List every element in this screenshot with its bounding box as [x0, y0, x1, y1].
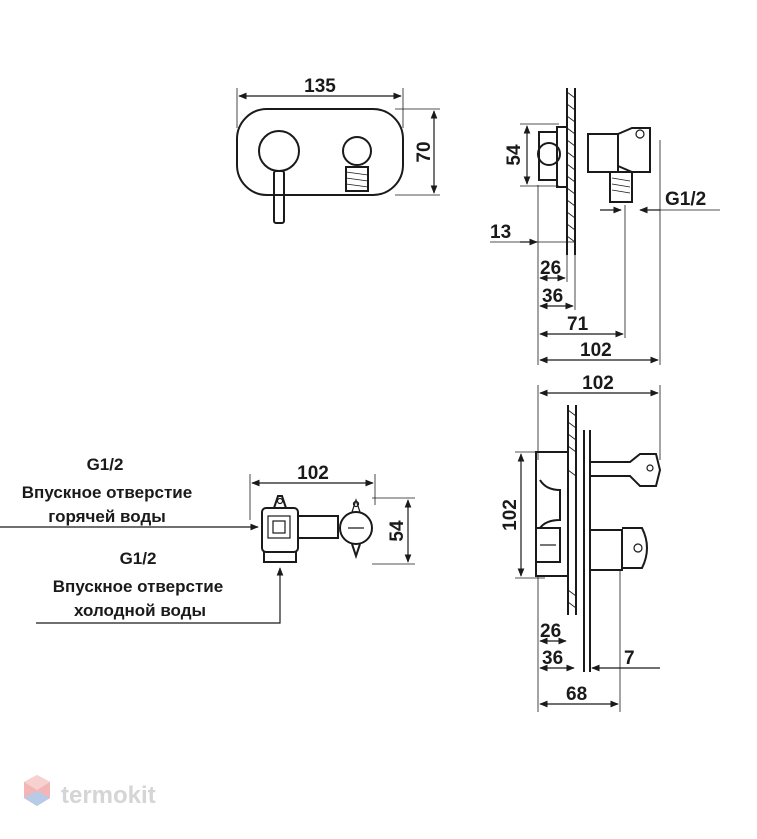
side-handle — [537, 142, 561, 166]
bottom-36-label: 36 — [542, 648, 563, 669]
side-thread-label: G1/2 — [665, 189, 706, 210]
valve-body — [261, 507, 299, 553]
bottom-top-dim-label: 102 — [582, 373, 614, 394]
front-view: 135 70 — [236, 76, 440, 224]
valve-width-label: 102 — [297, 463, 329, 484]
bottom-68-label: 68 — [566, 684, 587, 705]
front-height-label: 70 — [414, 141, 435, 162]
dim-26-label: 26 — [540, 258, 561, 279]
valve-height-label: 54 — [387, 520, 408, 542]
valve-body-view: 102 54 G1/2 Впускное отверстие горячей в… — [0, 455, 415, 624]
cold-inlet-leader — [36, 567, 284, 624]
dim-71-label: 71 — [567, 314, 589, 335]
outlet-fitting — [339, 511, 373, 545]
side-lever — [622, 527, 648, 569]
dim-102-label: 102 — [580, 340, 612, 361]
cold-inlet-thread: G1/2 — [120, 549, 157, 568]
hot-inlet-thread: G1/2 — [87, 455, 124, 474]
mixer-handle — [258, 130, 300, 172]
top-side-view: 54 G1/2 13 26 36 71 102 — [490, 88, 720, 365]
bottom-height-label: 102 — [500, 499, 521, 531]
concealed-body — [535, 451, 569, 577]
threaded-connector — [345, 166, 369, 192]
hot-inlet-label-1: Впускное отверстие — [22, 483, 192, 502]
side-54-label: 54 — [504, 144, 525, 166]
bottom-26-label: 26 — [540, 621, 561, 642]
bottom-7-label: 7 — [624, 648, 635, 669]
watermark-logo: termokit — [24, 775, 156, 809]
dim-36-label: 36 — [542, 286, 563, 307]
front-width-label: 135 — [304, 76, 336, 97]
dim-13-label: 13 — [490, 222, 511, 243]
hot-inlet-label-2: горячей воды — [48, 507, 166, 526]
watermark-text: termokit — [61, 782, 156, 809]
cover-plate — [236, 108, 404, 196]
bottom-side-view: 102 102 26 36 7 — [500, 373, 662, 712]
mixer-lever — [273, 170, 285, 224]
cold-inlet-label-1: Впускное отверстие — [53, 577, 223, 596]
cold-inlet-label-2: холодной воды — [74, 601, 206, 620]
